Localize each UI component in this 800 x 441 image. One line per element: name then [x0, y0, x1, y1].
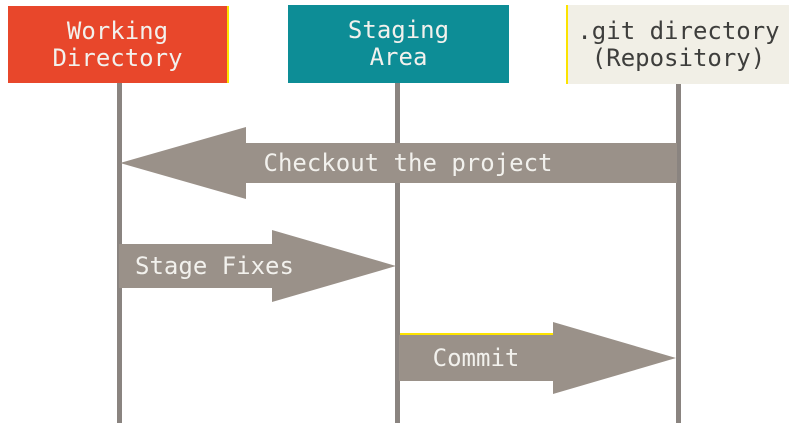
checkout-arrow [120, 127, 677, 199]
commit-arrow-label: Commit [432, 344, 520, 372]
box-working-directory-line1: Working [66, 16, 169, 45]
box-git-directory-line1: .git directory [577, 16, 780, 45]
box-staging-area-line1: Staging [347, 16, 450, 44]
staging-area-lifeline [395, 83, 400, 423]
box-working-directory: Working Directory [8, 6, 229, 83]
box-git-directory: .git directory (Repository) [566, 5, 789, 84]
checkout-arrow-label: Checkout the project [263, 149, 553, 177]
box-working-directory-line2: Directory [52, 43, 183, 72]
stage-fixes-arrow-label: Stage Fixes [135, 252, 294, 280]
box-staging-area: Staging Area [288, 5, 509, 83]
commit-arrow [399, 322, 676, 394]
box-git-directory-line2: (Repository) [591, 43, 766, 72]
box-staging-area-line2: Area [369, 43, 428, 71]
git-directory-lifeline [676, 84, 681, 423]
stage-fixes-arrow [119, 230, 396, 302]
